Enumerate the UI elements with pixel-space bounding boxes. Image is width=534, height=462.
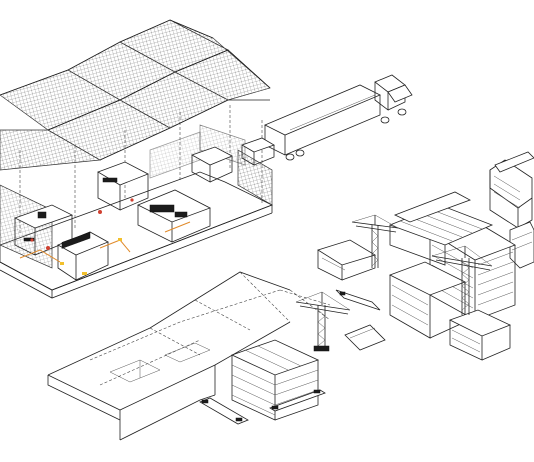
tower-crane-center	[295, 291, 351, 352]
semi-truck-trailer	[241, 74, 413, 166]
tower-crane-left	[351, 214, 399, 268]
flatbed-trailers	[199, 289, 381, 425]
tower-crane-right	[431, 245, 493, 315]
mesh-canopy-shed	[0, 19, 273, 299]
outline-shed-bottom	[47, 271, 386, 441]
workshop-modules	[13, 146, 233, 281]
pallet-stack	[230, 339, 320, 421]
modular-stack-blocks	[317, 151, 534, 361]
